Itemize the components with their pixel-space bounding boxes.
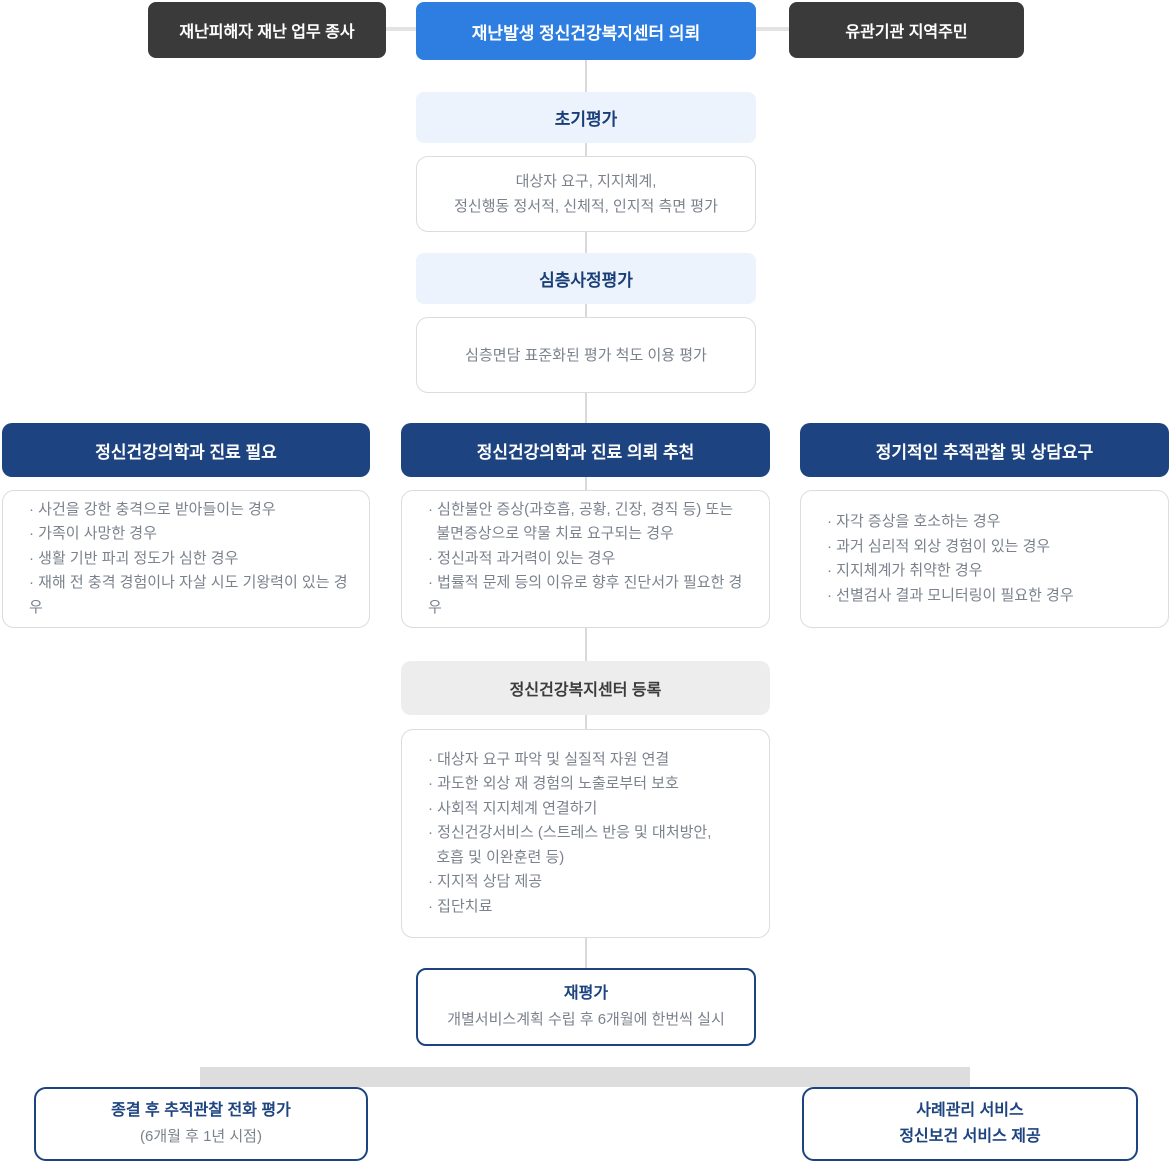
- branch-criteria-followup-counseling: · 자각 증상을 호소하는 경우 · 과거 심리적 외상 경험이 있는 경우 ·…: [800, 490, 1169, 628]
- initial-assessment-detail: 대상자 요구, 지지체계, 정신행동 정서적, 신체적, 인지적 측면 평가: [416, 156, 756, 232]
- connector-v4: [585, 304, 587, 317]
- node-reassessment: 재평가 개별서비스계획 수립 후 6개월에 한번씩 실시: [416, 968, 756, 1046]
- criteria-list: · 심한불안 증상(과호흡, 공황, 긴장, 경직 등) 또는 불면증상으로 약…: [428, 500, 743, 616]
- node-label: 초기평가: [554, 110, 618, 129]
- registration-services-list: · 대상자 요구 파악 및 실질적 자원 연결 · 과도한 외상 재 경험의 노…: [401, 729, 770, 938]
- node-label: 유관기관 지역주민: [845, 24, 968, 41]
- criteria-list: · 자각 증상을 호소하는 경우 · 과거 심리적 외상 경험이 있는 경우 ·…: [827, 513, 1074, 604]
- outcome-line2: 정신보건 서비스 제공: [899, 1128, 1041, 1145]
- branch-header-treatment-needed: 정신건강의학과 진료 필요: [2, 423, 370, 477]
- outcome-subtitle: (6개월 후 1년 시점): [140, 1128, 262, 1145]
- node-label: 재난피해자 재난 업무 종사: [179, 24, 355, 41]
- branch-criteria-treatment-needed: · 사건을 강한 충격으로 받아들이는 경우 · 가족이 사망한 경우 · 생활…: [2, 490, 370, 628]
- outcome-title: 종결 후 추적관찰 전화 평가: [111, 1102, 291, 1119]
- node-initial-assessment: 초기평가: [416, 92, 756, 143]
- node-center-registration: 정신건강복지센터 등록: [401, 661, 770, 715]
- connector-top-left: [385, 27, 416, 31]
- node-case-management-services: 사례관리 서비스 정신보건 서비스 제공: [802, 1087, 1138, 1161]
- branch-title: 정기적인 추적관찰 및 상담요구: [875, 442, 1094, 462]
- reassessment-subtitle: 개별서비스계획 수립 후 6개월에 한번씩 실시: [447, 1011, 725, 1028]
- connector-v1: [585, 58, 587, 92]
- connector-v2: [585, 143, 587, 156]
- connector-v9: [585, 938, 587, 968]
- node-post-closure-phone-followup: 종결 후 추적관찰 전화 평가 (6개월 후 1년 시점): [34, 1087, 368, 1161]
- connector-v6: [585, 477, 587, 490]
- node-label: 심층사정평가: [539, 271, 633, 290]
- indepth-assessment-detail: 심층면담 표준화된 평가 척도 이용 평가: [416, 317, 756, 393]
- bottom-connector-bar: [200, 1067, 970, 1087]
- reassessment-title: 재평가: [563, 985, 609, 1002]
- branch-title: 정신건강의학과 진료 의뢰 추천: [476, 442, 695, 462]
- node-related-agencies-residents: 유관기관 지역주민: [789, 2, 1024, 58]
- connector-top-right: [755, 27, 789, 31]
- outcome-line1: 사례관리 서비스: [916, 1102, 1024, 1119]
- node-referral-to-center: 재난발생 정신건강복지센터 의뢰: [416, 2, 756, 60]
- branch-criteria-referral-recommended: · 심한불안 증상(과호흡, 공황, 긴장, 경직 등) 또는 불면증상으로 약…: [401, 490, 770, 628]
- connector-v7: [585, 628, 587, 661]
- connector-v5: [585, 393, 587, 423]
- node-disaster-victims-workers: 재난피해자 재난 업무 종사: [148, 2, 386, 58]
- branch-header-followup-counseling: 정기적인 추적관찰 및 상담요구: [800, 423, 1169, 477]
- connector-v8: [585, 715, 587, 729]
- branch-header-referral-recommended: 정신건강의학과 진료 의뢰 추천: [401, 423, 770, 477]
- detail-text: 대상자 요구, 지지체계, 정신행동 정서적, 신체적, 인지적 측면 평가: [454, 173, 718, 215]
- connector-v3: [585, 232, 587, 253]
- branch-title: 정신건강의학과 진료 필요: [95, 442, 277, 462]
- node-indepth-assessment: 심층사정평가: [416, 253, 756, 304]
- criteria-list: · 사건을 강한 충격으로 받아들이는 경우 · 가족이 사망한 경우 · 생활…: [29, 500, 348, 616]
- node-label: 재난발생 정신건강복지센터 의뢰: [471, 23, 701, 43]
- detail-text: 심층면담 표준화된 평가 척도 이용 평가: [465, 346, 707, 364]
- services-list: · 대상자 요구 파악 및 실질적 자원 연결 · 과도한 외상 재 경험의 노…: [428, 750, 712, 915]
- node-label: 정신건강복지센터 등록: [509, 682, 662, 699]
